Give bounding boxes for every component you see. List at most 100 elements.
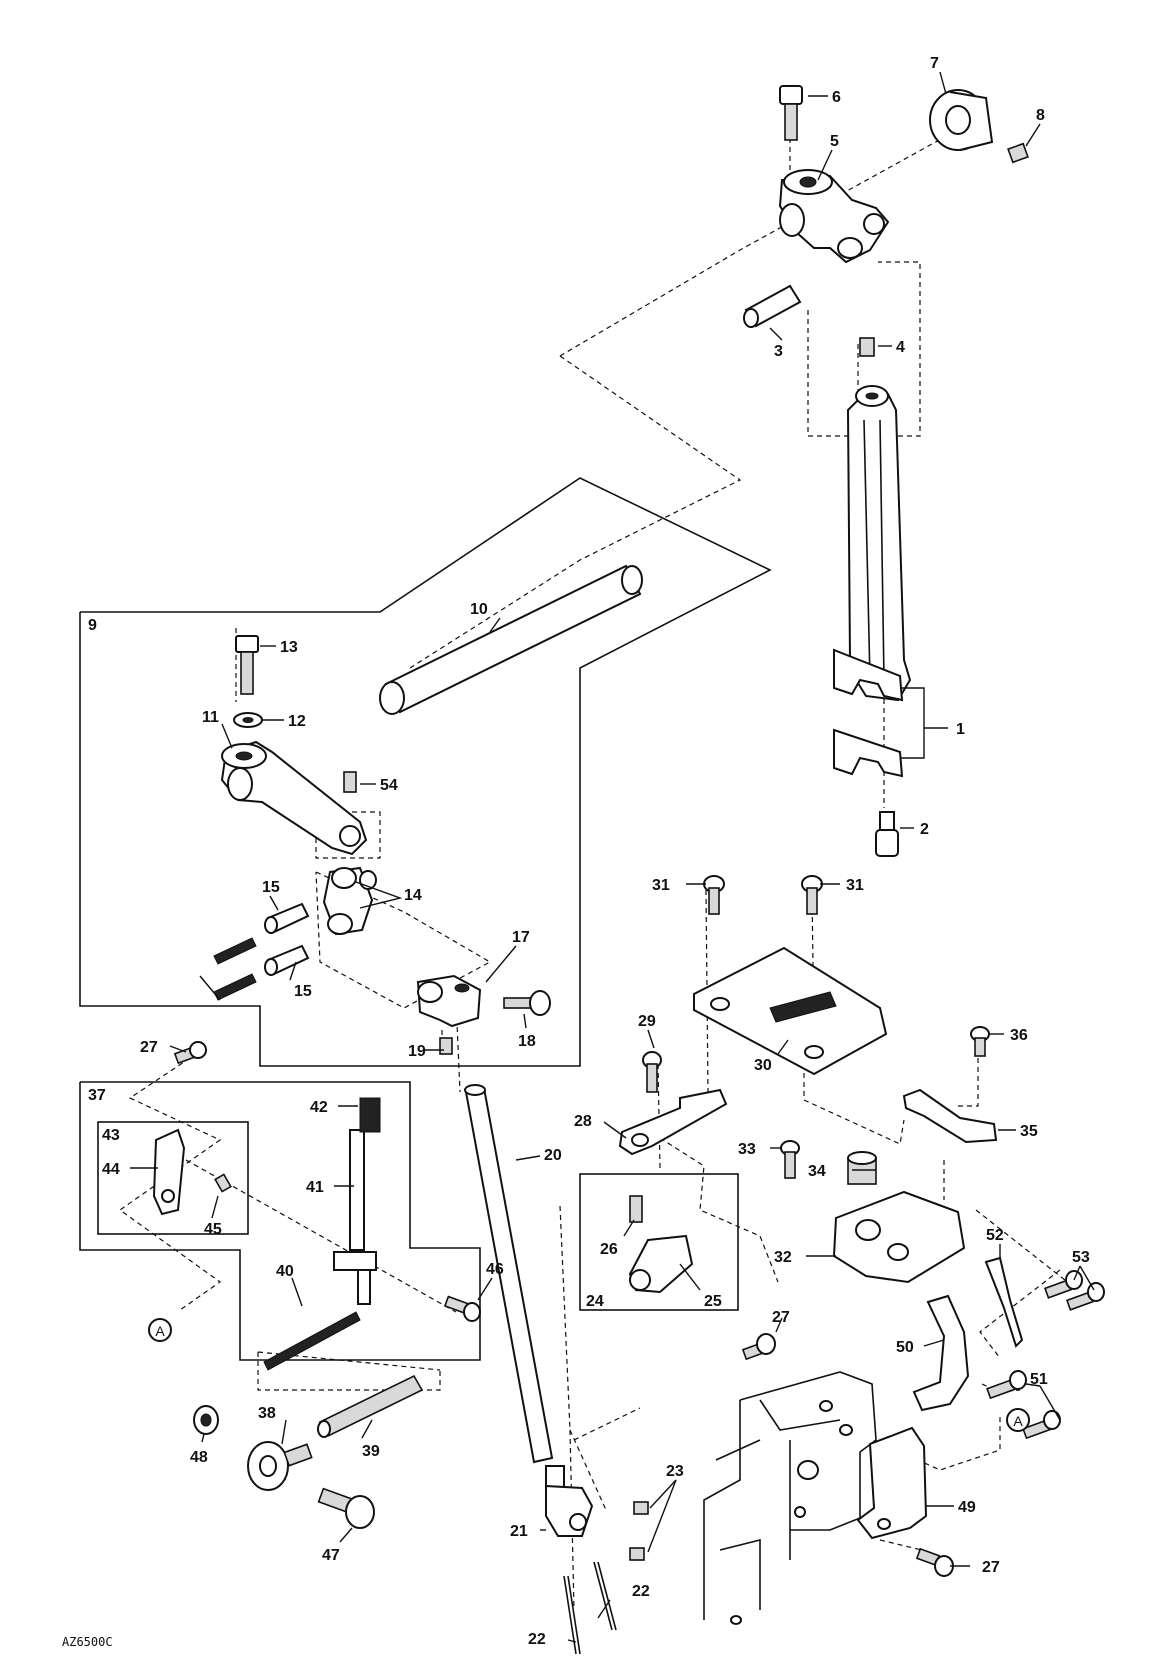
label-5: 5 — [830, 133, 839, 150]
label-45: 45 — [204, 1221, 222, 1238]
svg-text:A: A — [1013, 1413, 1023, 1429]
reference-marker-a-left: A — [148, 1318, 172, 1342]
part-18-screw — [503, 990, 551, 1016]
label-28: 28 — [574, 1113, 592, 1130]
label-42: 42 — [310, 1099, 328, 1116]
label-40: 40 — [276, 1263, 294, 1280]
label-13: 13 — [280, 639, 298, 656]
label-33: 33 — [738, 1141, 756, 1158]
label-37: 37 — [88, 1087, 106, 1104]
label-41: 41 — [306, 1179, 324, 1196]
part-46-screw — [443, 1295, 481, 1322]
part-39-rod — [317, 1374, 424, 1438]
label-43: 43 — [102, 1127, 120, 1144]
label-4: 4 — [896, 339, 905, 356]
label-23: 23 — [666, 1463, 684, 1480]
part-48-washer — [193, 1405, 219, 1435]
label-1: 1 — [956, 721, 965, 738]
part-32-bracket — [832, 1190, 966, 1284]
label-35: 35 — [1020, 1123, 1038, 1140]
part-27-screw-bottom — [915, 1547, 954, 1577]
part-25-guide — [628, 1234, 694, 1294]
part-42-block — [359, 1097, 381, 1133]
assembly-dashed-lines — [118, 102, 1071, 1611]
part-34-bushing — [847, 1151, 877, 1185]
label-10: 10 — [470, 601, 488, 618]
label-51: 51 — [1030, 1371, 1048, 1388]
label-8: 8 — [1036, 107, 1045, 124]
label-47: 47 — [322, 1547, 340, 1564]
part-8-set-screw — [1007, 142, 1029, 164]
part-27-screw-mid — [741, 1333, 776, 1361]
part-28-plate — [618, 1088, 728, 1156]
label-18: 18 — [518, 1033, 536, 1050]
part-31-screw-left — [703, 875, 725, 915]
label-19: 19 — [408, 1043, 426, 1060]
label-48: 48 — [190, 1449, 208, 1466]
label-14: 14 — [404, 887, 422, 904]
part-23-set-screws — [629, 1501, 649, 1561]
label-11: 11 — [202, 709, 219, 726]
label-52: 52 — [986, 1227, 1004, 1244]
figure-code-caption: AZ6500C — [62, 1635, 113, 1649]
machine-frame-background — [703, 1371, 877, 1625]
label-31a: 31 — [652, 877, 670, 894]
group-box-24 — [579, 1173, 739, 1311]
part-number-labels: 1 2 3 4 5 6 7 8 9 10 11 12 13 14 15 15 1… — [88, 55, 1090, 1648]
svg-text:A: A — [155, 1323, 165, 1339]
reference-marker-a-right: A — [1006, 1408, 1030, 1432]
label-24: 24 — [586, 1293, 604, 1310]
part-21-needle-clamp — [545, 1465, 594, 1537]
label-39: 39 — [362, 1443, 380, 1460]
label-3: 3 — [774, 343, 783, 360]
label-31b: 31 — [846, 877, 864, 894]
label-20: 20 — [544, 1147, 562, 1164]
label-12: 12 — [288, 713, 306, 730]
group-box-43 — [97, 1121, 249, 1235]
part-27-screw-top — [173, 1041, 207, 1065]
part-51-screws — [986, 1370, 1061, 1440]
part-26-pin — [629, 1195, 643, 1223]
part-7-collar — [929, 89, 994, 151]
part-41-lever — [333, 1129, 377, 1305]
part-5-crank — [778, 169, 890, 264]
part-45-pin — [214, 1173, 232, 1193]
label-29: 29 — [638, 1013, 656, 1030]
label-7: 7 — [930, 55, 939, 72]
part-53-screws — [1043, 1270, 1105, 1311]
part-49-bracket — [856, 1426, 928, 1540]
label-38: 38 — [258, 1405, 276, 1422]
label-15b: 15 — [294, 983, 312, 1000]
label-53: 53 — [1072, 1249, 1090, 1266]
group-box-37 — [79, 1081, 481, 1361]
part-14-link — [322, 866, 377, 936]
label-9: 9 — [88, 617, 97, 634]
label-49: 49 — [958, 1499, 976, 1516]
part-31-screw-right — [801, 875, 823, 915]
label-46: 46 — [486, 1261, 504, 1278]
label-15a: 15 — [262, 879, 280, 896]
label-36: 36 — [1010, 1027, 1028, 1044]
label-32: 32 — [774, 1249, 792, 1266]
part-35-spring-plate — [902, 1088, 998, 1144]
label-26: 26 — [600, 1241, 618, 1258]
part-2-cap-bolt — [875, 811, 899, 857]
part-1-connecting-rod — [833, 385, 912, 778]
part-36-screw — [970, 1026, 990, 1057]
label-17: 17 — [512, 929, 530, 946]
label-34: 34 — [808, 1163, 826, 1180]
label-21: 21 — [510, 1523, 528, 1540]
label-30: 30 — [754, 1057, 772, 1074]
part-47-screw — [317, 1487, 375, 1529]
part-15-pin-lower — [264, 944, 310, 976]
part-54-set-screw — [343, 771, 357, 793]
part-30-throat-plate — [693, 946, 888, 1076]
label-25: 25 — [704, 1293, 722, 1310]
part-12-washer — [233, 712, 263, 728]
part-44-plate — [152, 1128, 186, 1216]
label-22a: 22 — [632, 1583, 650, 1600]
needle-bearing-pair — [199, 937, 257, 1001]
part-4-set-screw — [859, 337, 875, 357]
part-10-shaft — [379, 564, 643, 715]
